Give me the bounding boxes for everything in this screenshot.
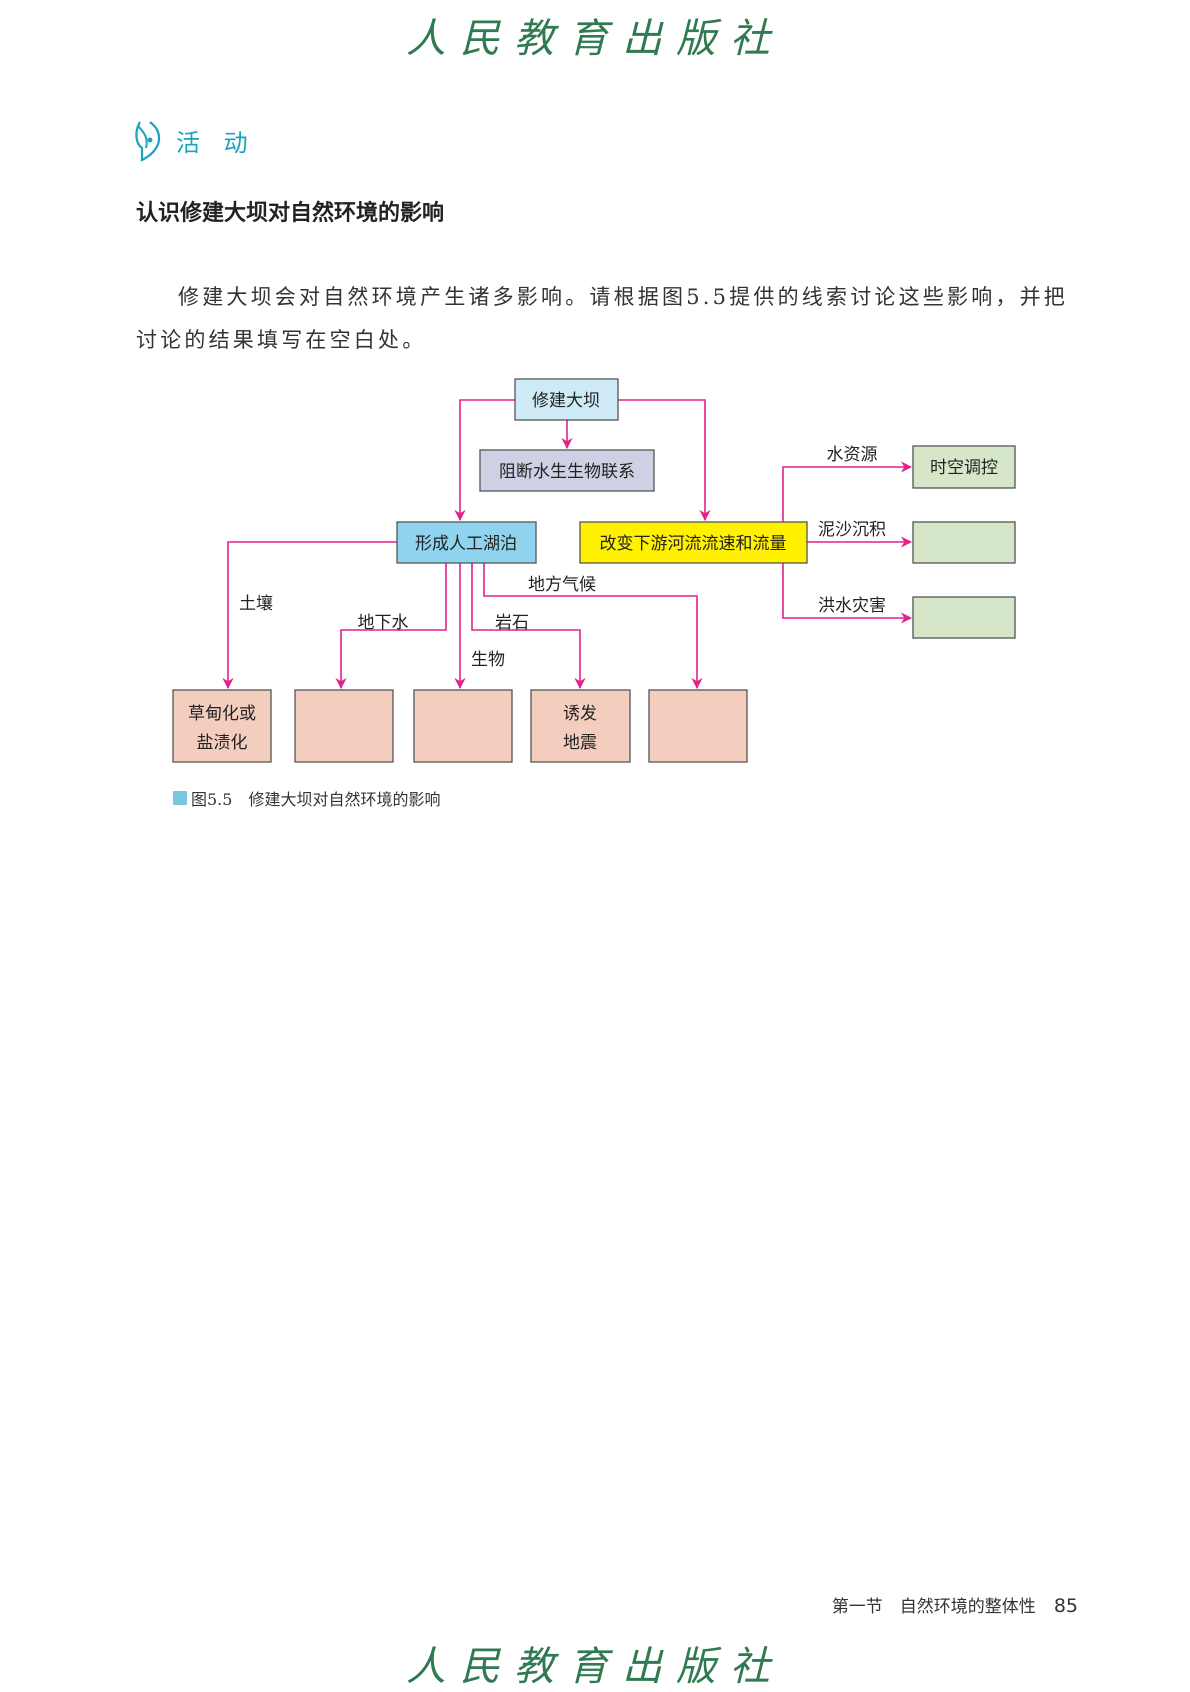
connector-arrows <box>222 399 913 690</box>
arrow-soil <box>222 541 397 690</box>
bottom-box-4 <box>530 689 631 763</box>
block-label: 阻断水生生物联系 <box>499 462 635 482</box>
bottom-box-1-line-1: 草甸化或 <box>188 704 256 724</box>
climate-label: 地方气候 <box>528 575 596 595</box>
footer-section: 第一节 自然环境的整体性 <box>831 1597 1036 1617</box>
right-box-3 <box>912 596 1016 639</box>
root-box <box>514 378 619 421</box>
bottom-box-1 <box>172 689 272 763</box>
right-box-1 <box>912 445 1016 489</box>
biology-label: 生物 <box>471 650 505 670</box>
instruction-paragraph: 修建大坝会对自然环境产生诸多影响。请根据图5.5提供的线索讨论这些影响，并把讨论… <box>136 285 1068 352</box>
bottom-box-1-line-2: 盐渍化 <box>197 733 248 753</box>
soil-label: 土壤 <box>239 593 273 614</box>
right-box-1-label: 时空调控 <box>930 458 998 478</box>
arrow-water-resources <box>782 461 913 522</box>
flood-label: 洪水灾害 <box>818 596 886 616</box>
arrow-flood <box>782 563 913 624</box>
lake-label: 形成人工湖泊 <box>415 534 517 554</box>
root-label: 修建大坝 <box>532 391 600 411</box>
section-heading: 认识修建大坝对自然环境的影响 <box>136 200 445 226</box>
figure-number: 图5.5 <box>191 790 233 809</box>
arrow-rock <box>471 563 586 690</box>
bottom-box-2 <box>294 689 394 763</box>
arrow-root-to-downstream <box>618 399 711 522</box>
bottom-box-4-line-2: 地震 <box>563 733 597 753</box>
figure-caption: 图5.5 修建大坝对自然环境的影响 <box>173 786 440 810</box>
bottom-box-4-line-1: 诱发 <box>563 704 597 724</box>
bottom-box-3 <box>413 689 513 763</box>
activity-label: 活 动 <box>176 128 256 157</box>
activity-icon <box>135 121 161 162</box>
arrow-root-to-lake <box>454 399 515 522</box>
dam-impact-diagram: 修建大坝 阻断水生生物联系 形成人工湖泊 改变下游河流流速和流量 时空调控 水资… <box>172 378 1016 763</box>
lake-box <box>396 521 537 564</box>
arrow-climate <box>483 563 703 690</box>
sediment-label: 泥沙沉积 <box>818 520 886 540</box>
groundwater-label: 地下水 <box>358 613 409 633</box>
bottom-box-5 <box>648 689 748 763</box>
downstream-label: 改变下游河流流速和流量 <box>600 534 787 554</box>
downstream-box <box>579 521 808 564</box>
arrow-groundwater <box>335 563 447 690</box>
publisher-logo-top: 人民教育出版社 <box>406 16 784 62</box>
figure-title: 修建大坝对自然环境的影响 <box>248 790 441 809</box>
publisher-logo-bottom: 人民教育出版社 <box>406 1644 784 1690</box>
caption-marker <box>173 791 187 805</box>
block-box <box>479 449 655 492</box>
water-resources-label: 水资源 <box>827 445 878 465</box>
activity-header: 活 动 <box>132 118 256 162</box>
rock-label: 岩石 <box>495 613 529 633</box>
page-number: 85 <box>1053 1595 1078 1617</box>
page-footer: 第一节 自然环境的整体性 85 <box>832 1592 1078 1617</box>
right-box-2 <box>912 521 1016 564</box>
